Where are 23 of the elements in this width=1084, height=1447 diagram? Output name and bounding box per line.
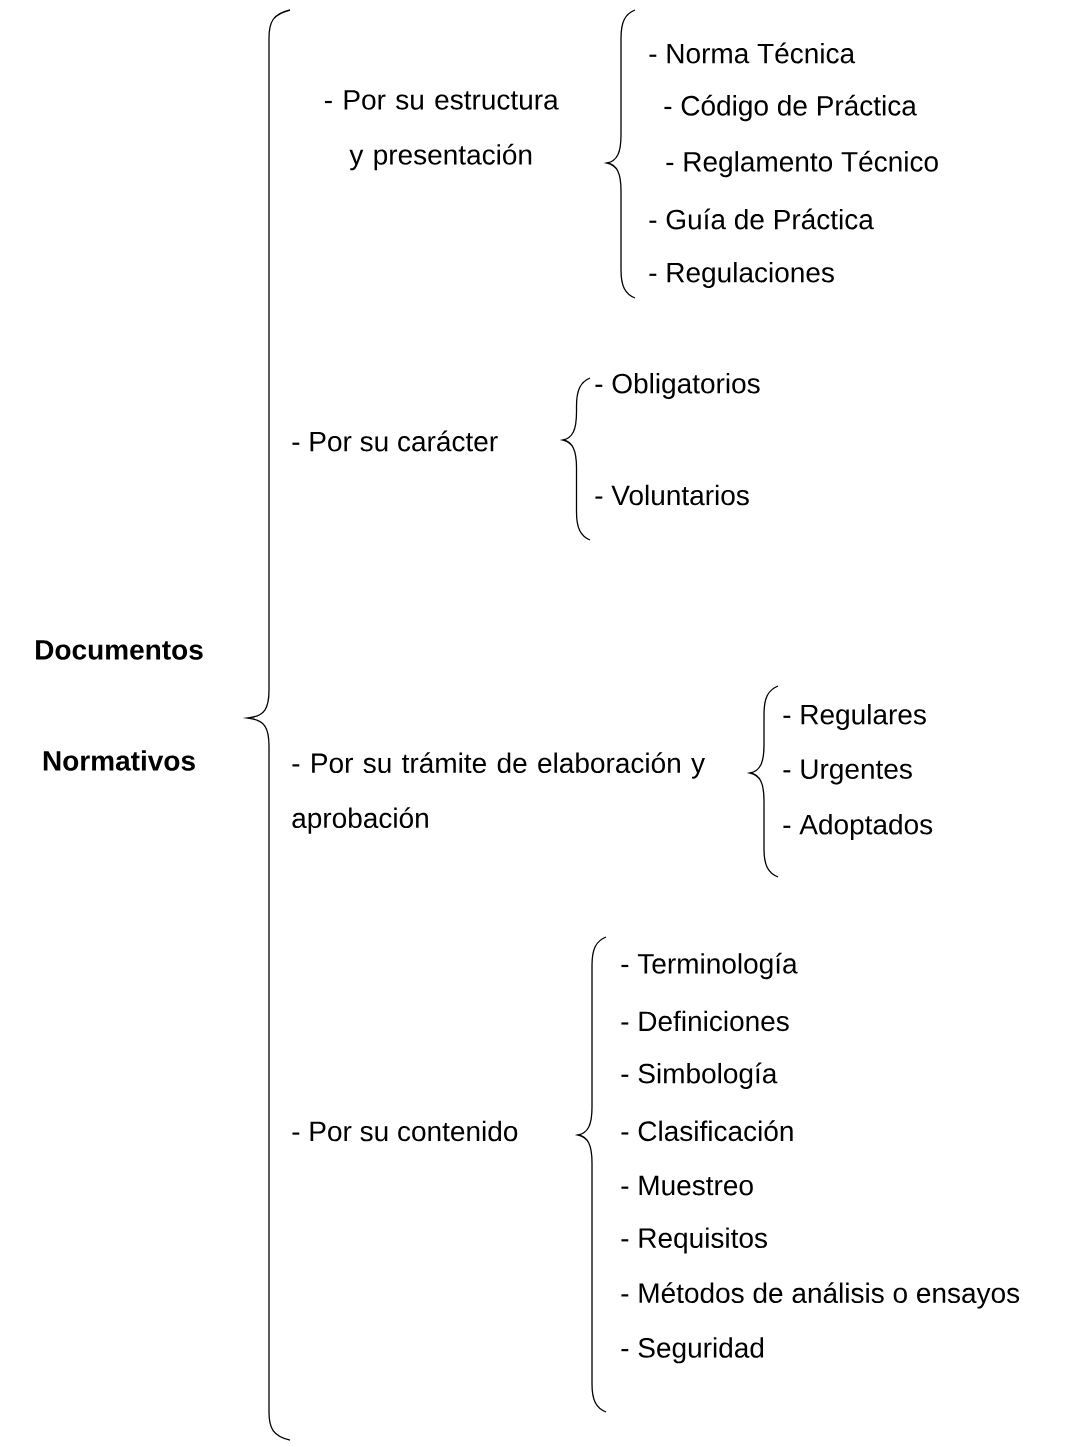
list-item: - Regulares [783,703,926,731]
list-item: - Seguridad [621,1337,764,1364]
list-item: - Guía de Práctica [649,208,874,230]
list-item: - Requisitos [621,1227,767,1254]
list-item: - Norma Técnica [649,42,856,64]
list-item: - Voluntarios [595,484,749,506]
list-item: - Código de Práctica [664,94,917,122]
list-item: - Métodos de análisis o ensayos [621,1282,1020,1309]
category-text: - Por su estructura y presentación [324,90,559,171]
category-text: - Por su carácter [292,430,498,452]
list-item: - Urgentes [783,759,912,785]
list-item: - Definiciones [621,1010,789,1032]
category-text: - Por su contenido [292,1120,518,1142]
category-text: - Por su trámite de elaboración y aprobación [292,752,705,834]
list-item: - Reglamento Técnico [666,150,938,178]
list-item: - Adoptados [783,813,933,841]
list-item: - Regulaciones [649,261,834,289]
list-item: - Muestreo [621,1175,753,1196]
list-item: - Terminología [621,952,798,980]
list-item: - Obligatorios [595,372,760,400]
list-item: - Clasificación [621,1120,793,1142]
list-item: - Simbología [621,1062,778,1089]
heading-text: Documentos Normativos [36,640,203,771]
